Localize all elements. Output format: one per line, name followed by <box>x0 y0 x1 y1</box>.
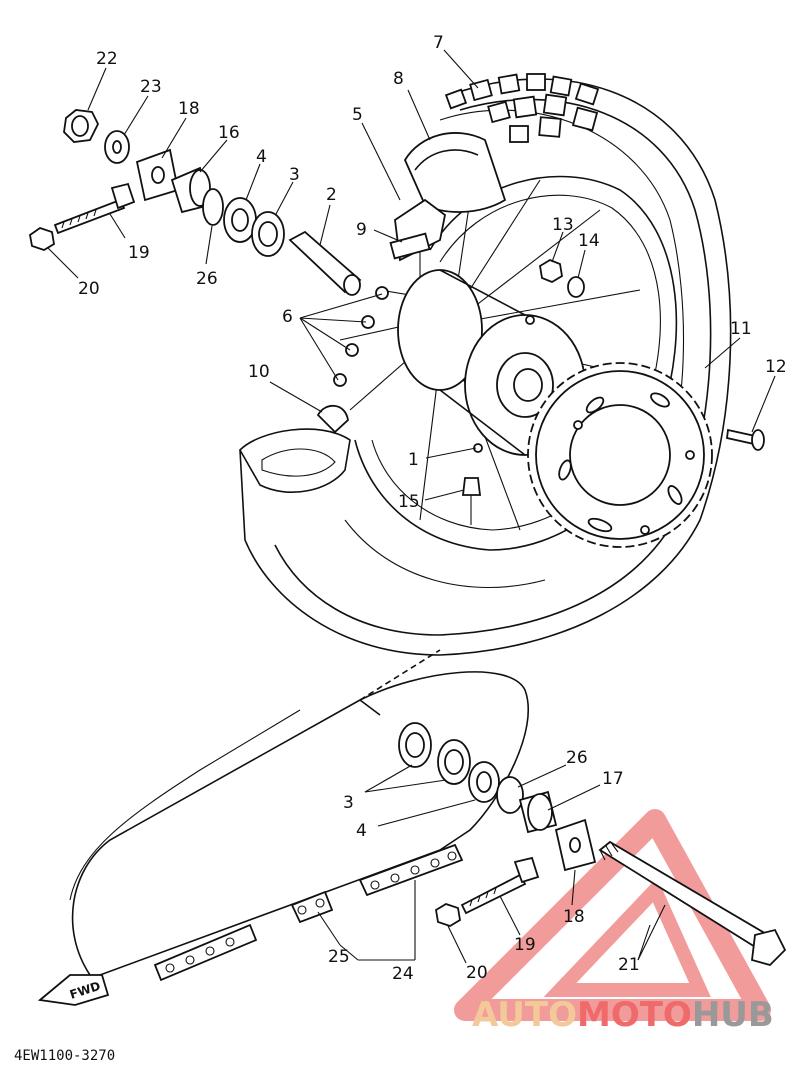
callout-13: 13 <box>552 215 574 235</box>
callout-4-lower: 4 <box>356 821 367 841</box>
callout-5: 5 <box>352 105 363 125</box>
master-link-25 <box>290 890 334 924</box>
washer-14 <box>567 276 585 298</box>
sprocket <box>527 362 713 548</box>
bearing-3-lower-b <box>437 739 471 785</box>
callout-17: 17 <box>602 769 624 789</box>
callout-22: 22 <box>96 49 118 69</box>
callout-4-top: 4 <box>256 147 267 167</box>
callout-20-top: 20 <box>78 279 100 299</box>
callout-1: 1 <box>408 450 419 470</box>
callout-6: 6 <box>282 307 293 327</box>
chain-section-24-a <box>358 843 464 897</box>
tire-tread <box>444 73 600 143</box>
leader-lines <box>47 49 776 964</box>
callout-26-lower: 26 <box>566 748 588 768</box>
rim-lock <box>389 198 446 262</box>
nut-13 <box>539 258 563 284</box>
seal-4-lower <box>468 761 500 803</box>
washer-23 <box>104 130 130 164</box>
chain-section-24-b <box>153 923 258 982</box>
watermark-text: AUTOMOTOHUB <box>472 995 774 1035</box>
spacer-2 <box>288 230 362 296</box>
adjuster-plate-18 <box>135 148 180 202</box>
nut-22 <box>63 109 100 143</box>
callout-18-lower: 18 <box>563 907 585 927</box>
nut-20-top <box>29 227 55 251</box>
callout-9: 9 <box>356 220 367 240</box>
rim-band-10 <box>316 404 349 434</box>
bearing-3-top <box>251 211 285 257</box>
callout-19-lower: 19 <box>514 935 536 955</box>
fwd-arrow-icon: FWD <box>37 974 110 1006</box>
callout-24: 24 <box>392 964 414 984</box>
callout-19-top: 19 <box>128 243 150 263</box>
callout-3-top: 3 <box>289 165 300 185</box>
adjuster-plate-18-lower <box>554 818 597 872</box>
callout-10: 10 <box>248 362 270 382</box>
svg-text:AUTOMOTOHUB: AUTOMOTOHUB <box>472 995 774 1035</box>
callout-23: 23 <box>140 77 162 97</box>
callout-16: 16 <box>218 123 240 143</box>
watermark-moto: MOTO <box>577 995 692 1035</box>
callout-20-lower: 20 <box>466 963 488 983</box>
valve-15 <box>461 477 482 525</box>
callout-21: 21 <box>618 955 640 975</box>
bolt-19-top <box>53 182 136 235</box>
spacer-26-top <box>202 188 224 226</box>
collar-17 <box>518 790 558 834</box>
axle-21 <box>598 840 787 967</box>
callout-15: 15 <box>398 492 420 512</box>
rear-tire <box>239 73 732 656</box>
callout-labels: 22 23 18 16 4 3 2 5 8 7 9 6 10 1 15 13 1… <box>78 33 787 984</box>
tube <box>403 132 507 213</box>
callout-18-top: 18 <box>178 99 200 119</box>
watermark-auto: AUTO <box>472 995 577 1035</box>
callout-25: 25 <box>328 947 350 967</box>
callout-14: 14 <box>578 231 600 251</box>
bolt-19-lower <box>460 856 540 915</box>
callout-2: 2 <box>326 185 337 205</box>
callout-8: 8 <box>393 69 404 89</box>
callout-11: 11 <box>730 319 752 339</box>
callout-3-lower: 3 <box>343 793 354 813</box>
nut-20-lower <box>435 903 461 927</box>
spacer-26-lower <box>496 776 524 814</box>
callout-7: 7 <box>433 33 444 53</box>
callout-26-top: 26 <box>196 269 218 289</box>
watermark-hub: HUB <box>692 995 774 1035</box>
bearing-3-lower-a <box>398 722 432 768</box>
chain-outline <box>69 649 530 976</box>
bolt-12 <box>726 428 765 451</box>
diagram-code: 4EW1100-3270 <box>14 1048 115 1064</box>
callout-12: 12 <box>765 357 787 377</box>
spoke-nipples <box>333 286 389 387</box>
hub <box>397 269 586 456</box>
